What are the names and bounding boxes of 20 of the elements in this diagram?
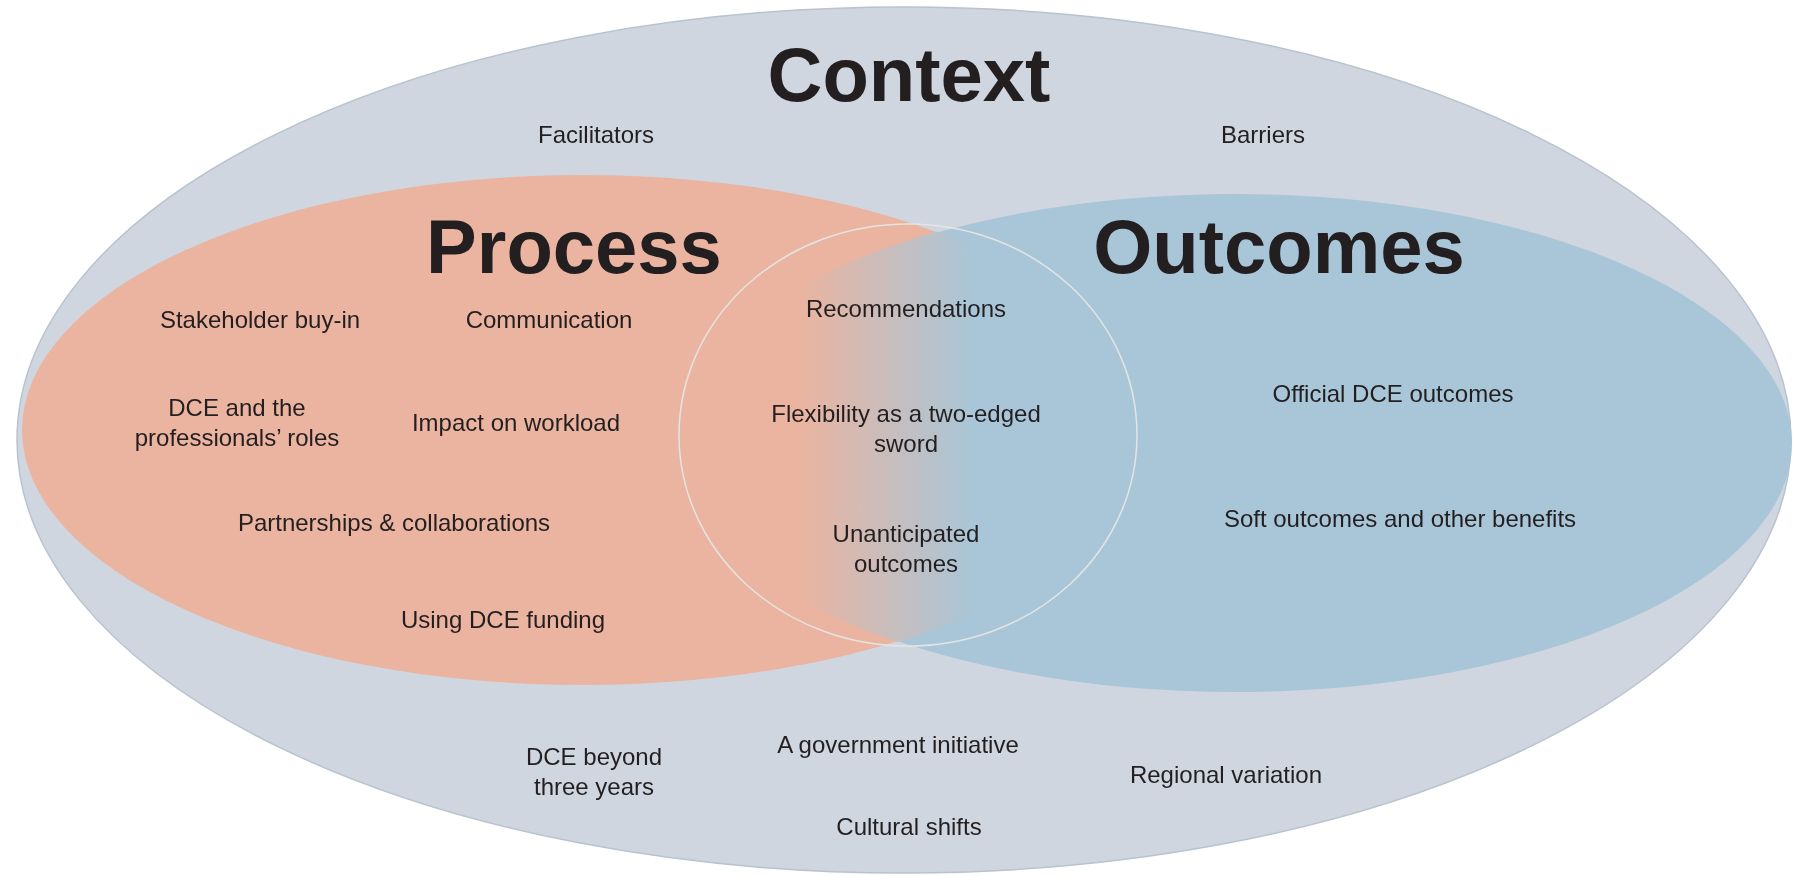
theme-label: Official DCE outcomes xyxy=(1271,379,1515,409)
theme-label: Cultural shifts xyxy=(835,812,983,842)
theme-label: Facilitators xyxy=(537,120,655,150)
theme-label: Communication xyxy=(464,305,634,335)
section-heading: Context xyxy=(766,30,1052,119)
theme-label: Stakeholder buy-in xyxy=(158,305,362,335)
theme-label: Impact on workload xyxy=(410,408,622,438)
theme-label: DCE and the professionals’ roles xyxy=(133,393,341,453)
theme-label: Partnerships & collaborations xyxy=(236,508,552,538)
theme-label: Recommendations xyxy=(804,294,1008,324)
theme-label: A government initiative xyxy=(776,730,1020,760)
section-heading: Outcomes xyxy=(1092,202,1466,291)
theme-label: Soft outcomes and other benefits xyxy=(1222,504,1578,534)
theme-label: Barriers xyxy=(1220,120,1306,150)
theme-label: Flexibility as a two-edged sword xyxy=(770,399,1042,459)
theme-label: DCE beyond three years xyxy=(524,742,664,802)
theme-label: Using DCE funding xyxy=(399,605,607,635)
section-heading: Process xyxy=(425,202,723,291)
theme-label: Unanticipated outcomes xyxy=(831,519,981,579)
theme-label: Regional variation xyxy=(1128,760,1324,790)
